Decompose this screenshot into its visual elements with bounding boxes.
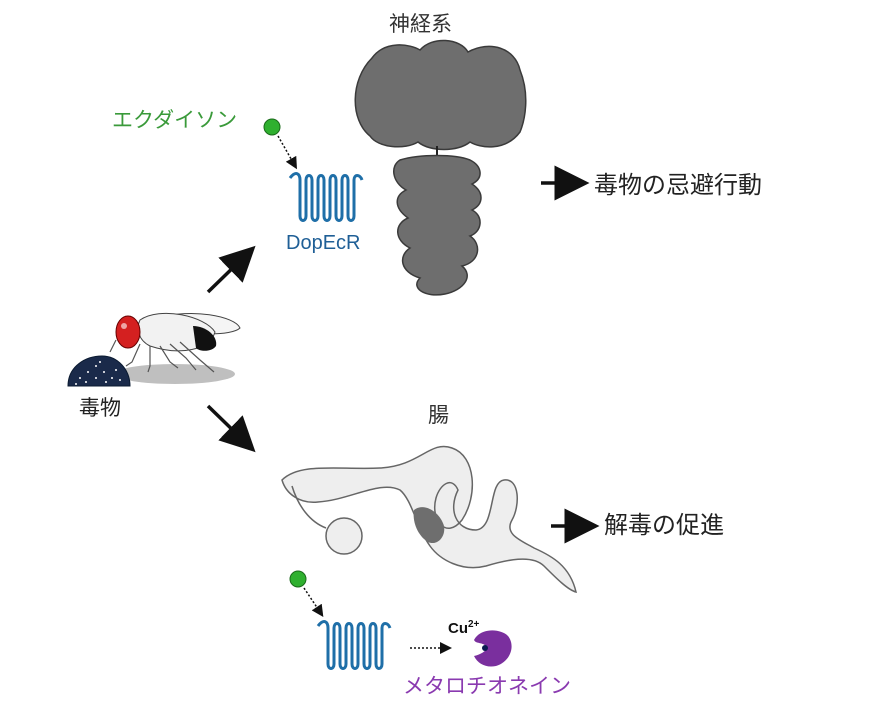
ligand-icon-bottom	[289, 570, 307, 588]
arrow-to-gut	[206, 404, 256, 453]
receptor-icon-bottom	[316, 620, 392, 670]
gut-icon	[281, 445, 578, 594]
toxin-label: 毒物	[79, 396, 121, 420]
ligand-icon	[263, 118, 281, 136]
nervous-system-label: 神経系	[389, 12, 452, 36]
copper-charge: 2+	[468, 619, 480, 630]
copper-symbol: Cu	[448, 620, 468, 637]
receptor-icon	[288, 172, 364, 222]
metallothionein-icon	[474, 630, 512, 667]
ecdysone-label: エクダイソン	[112, 108, 238, 132]
gut-label: 腸	[428, 403, 449, 427]
dotted-arrow-bottom	[303, 587, 324, 617]
fly-icon	[109, 312, 241, 384]
metallothionein-label: メタロチオネイン	[403, 674, 571, 698]
receptor-label: DopEcR	[286, 232, 361, 254]
arrow-to-nervous	[206, 245, 256, 294]
toxin-drop-icon	[67, 355, 131, 387]
copper-ion-label: Cu2+	[448, 619, 480, 637]
detox-promotion-label: 解毒の促進	[604, 511, 724, 539]
brain-icon	[354, 39, 527, 296]
avoidance-behavior-label: 毒物の忌避行動	[594, 171, 762, 199]
dotted-arrow-top	[277, 135, 297, 170]
